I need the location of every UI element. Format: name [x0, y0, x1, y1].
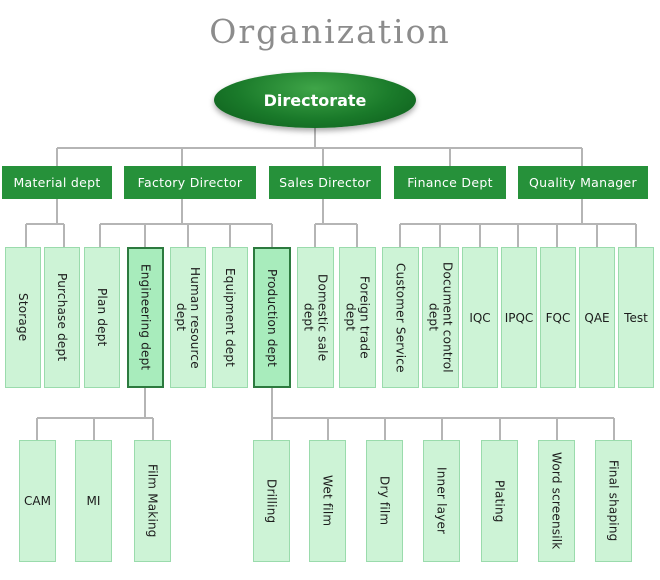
storage-node: Storage [5, 247, 41, 388]
word-screensilk-node: Word screensilk [538, 440, 575, 562]
purchase-dept-label: Purchase dept [55, 273, 69, 362]
plan-dept-label: Plan dept [95, 288, 109, 347]
test-node: Test [618, 247, 654, 388]
inner-layer-node: Inner layer [423, 440, 460, 562]
plan-dept-node: Plan dept [84, 247, 120, 388]
sales-director-node: Sales Director [269, 166, 381, 199]
quality-manager-node: Quality Manager [518, 166, 648, 199]
domestic-sale-dept-node: Domestic sale dept [297, 247, 334, 388]
inner-layer-label: Inner layer [434, 467, 449, 535]
iqc-node: IQC [462, 247, 498, 388]
mi-node: MI [75, 440, 112, 562]
cam-node: CAM [19, 440, 56, 562]
mi-label: MI [86, 494, 101, 508]
human-resource-dept-node: Human resource dept [170, 247, 206, 388]
chart-title: Organization [209, 12, 451, 51]
film-making-node: Film Making [134, 440, 171, 562]
human-resource-dept-label: Human resource dept [174, 266, 202, 369]
foreign-trade-dept-node: Foreign trade dept [339, 247, 376, 388]
production-dept-node: Production dept [253, 247, 291, 388]
finance-dept-node: Finance Dept [394, 166, 506, 199]
dry-film-label: Dry film [377, 476, 392, 526]
ipqc-label: IPQC [504, 310, 534, 325]
equipment-dept-label: Equipment dept [223, 267, 237, 368]
ipqc-node: IPQC [501, 247, 537, 388]
foreign-trade-dept-label: Foreign trade dept [343, 276, 372, 359]
word-screensilk-label: Word screensilk [549, 452, 564, 550]
customer-service-node: Customer Service [382, 247, 419, 388]
customer-service-label: Customer Service [393, 262, 408, 373]
plating-label: Plating [492, 479, 507, 523]
wet-film-label: Wet film [320, 475, 335, 527]
domestic-sale-dept-label: Domestic sale dept [301, 273, 330, 362]
fqc-label: FQC [545, 310, 571, 325]
dry-film-node: Dry film [366, 440, 403, 562]
factory-director-node: Factory Director [124, 166, 256, 199]
plating-node: Plating [481, 440, 518, 562]
production-dept-label: Production dept [265, 268, 279, 367]
drilling-node: Drilling [253, 440, 290, 562]
equipment-dept-node: Equipment dept [212, 247, 248, 388]
purchase-dept-node: Purchase dept [44, 247, 80, 388]
fqc-node: FQC [540, 247, 576, 388]
directorate-node: Directorate [214, 72, 416, 128]
qae-label: QAE [584, 310, 610, 325]
cam-label: CAM [24, 494, 51, 508]
document-control-dept-label: Document control dept [426, 262, 455, 373]
wet-film-node: Wet film [309, 440, 346, 562]
qae-node: QAE [579, 247, 615, 388]
final-shaping-label: Final shaping [606, 460, 621, 542]
test-label: Test [624, 310, 648, 325]
final-shaping-node: Final shaping [595, 440, 632, 562]
film-making-label: Film Making [145, 464, 160, 538]
document-control-dept-node: Document control dept [422, 247, 459, 388]
engineering-dept-label: Engineering dept [138, 264, 153, 371]
material-dept-node: Material dept [2, 166, 112, 199]
storage-label: Storage [16, 293, 30, 342]
drilling-label: Drilling [264, 478, 279, 524]
iqc-label: IQC [469, 310, 491, 325]
engineering-dept-node: Engineering dept [127, 247, 164, 388]
